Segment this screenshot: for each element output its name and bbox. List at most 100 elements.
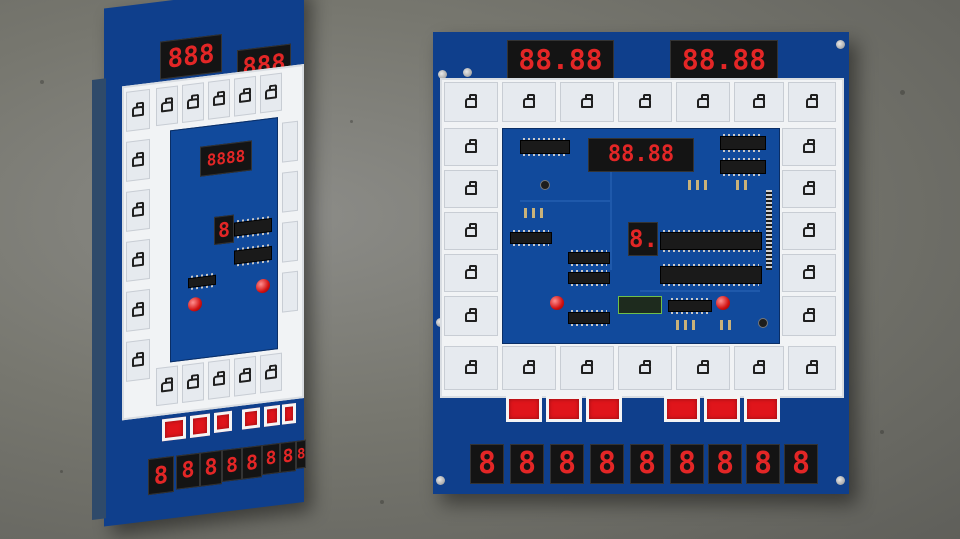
left-cell[interactable] — [126, 288, 150, 332]
red-push-button[interactable] — [506, 396, 542, 422]
button-icon — [523, 94, 535, 108]
right-frame-cell[interactable] — [444, 296, 498, 336]
left-red-button[interactable] — [214, 410, 232, 434]
red-push-button[interactable] — [744, 396, 780, 422]
button-icon — [465, 223, 477, 237]
right-frame-cell[interactable] — [782, 128, 836, 166]
trace — [520, 200, 610, 202]
right-frame-cell[interactable] — [560, 346, 614, 390]
resistor — [696, 180, 699, 190]
right-frame-cell[interactable] — [618, 346, 672, 390]
right-frame-cell[interactable] — [788, 82, 836, 122]
right-frame-cell[interactable] — [618, 82, 672, 122]
ic-chip — [720, 158, 766, 176]
right-frame-cell[interactable] — [676, 82, 730, 122]
left-board-edge — [92, 78, 106, 521]
resistor — [524, 208, 527, 218]
left-cell[interactable] — [260, 72, 282, 114]
left-cell[interactable] — [126, 338, 150, 382]
left-red-button[interactable] — [264, 404, 280, 427]
resistor — [532, 208, 535, 218]
left-chip-3 — [188, 274, 216, 289]
right-frame-cell[interactable] — [560, 82, 614, 122]
left-cell[interactable] — [156, 85, 178, 127]
left-cell[interactable] — [156, 365, 178, 407]
left-cell[interactable] — [126, 238, 150, 282]
left-cell[interactable] — [282, 220, 298, 263]
left-cell[interactable] — [234, 75, 256, 117]
left-cell[interactable] — [234, 355, 256, 397]
button-icon — [803, 181, 815, 195]
red-push-button[interactable] — [586, 396, 622, 422]
left-cell-icon — [239, 91, 251, 103]
screw — [436, 476, 445, 485]
left-cell-icon — [132, 305, 144, 318]
left-cell[interactable] — [182, 362, 204, 403]
left-cell[interactable] — [282, 120, 298, 163]
left-top-left-display: 888 — [160, 34, 222, 80]
bottom-digit: 8 — [550, 444, 584, 484]
left-cell-icon — [132, 255, 144, 268]
left-cell-icon — [265, 88, 277, 100]
right-frame-cell[interactable] — [782, 296, 836, 336]
button-icon — [465, 265, 477, 279]
right-frame-cell[interactable] — [782, 170, 836, 208]
left-cell[interactable] — [126, 138, 150, 182]
bottom-digit: 8 — [746, 444, 780, 484]
resistor — [720, 320, 723, 330]
right-frame-cell[interactable] — [502, 346, 556, 390]
left-cell[interactable] — [126, 188, 150, 232]
left-red-button[interactable] — [162, 416, 186, 442]
right-frame-cell[interactable] — [444, 82, 498, 122]
right-frame-cell[interactable] — [676, 346, 730, 390]
left-bottom-digit: 8 — [280, 440, 296, 473]
button-icon — [465, 181, 477, 195]
right-frame-cell[interactable] — [444, 346, 498, 390]
left-cell-icon — [213, 374, 225, 387]
left-cell[interactable] — [260, 352, 282, 394]
red-push-button[interactable] — [664, 396, 700, 422]
left-cell-icon — [161, 101, 173, 113]
right-frame-cell[interactable] — [502, 82, 556, 122]
left-red-button[interactable] — [190, 413, 210, 438]
button-icon — [803, 223, 815, 237]
screw — [836, 40, 845, 49]
right-frame-cell[interactable] — [734, 346, 784, 390]
left-cell[interactable] — [182, 82, 204, 123]
red-led — [716, 296, 730, 310]
resistor — [684, 320, 687, 330]
ic-chip — [668, 298, 712, 314]
left-chip-1 — [234, 217, 272, 237]
right-frame-cell[interactable] — [444, 170, 498, 208]
resistor — [728, 320, 731, 330]
right-frame-cell[interactable] — [444, 254, 498, 292]
right-frame-cell[interactable] — [782, 212, 836, 250]
left-bottom-digit: 8 — [200, 450, 222, 487]
left-bottom-digit: 8 — [296, 439, 306, 469]
button-icon — [639, 360, 651, 374]
left-cell[interactable] — [208, 79, 230, 120]
left-cell[interactable] — [126, 88, 150, 132]
pin-header — [766, 190, 772, 270]
left-cell[interactable] — [282, 270, 298, 313]
left-red-button[interactable] — [242, 407, 260, 430]
left-red-button[interactable] — [282, 402, 296, 425]
button-icon — [697, 360, 709, 374]
left-cell-icon — [213, 94, 225, 107]
button-icon — [465, 94, 477, 108]
left-cell[interactable] — [208, 359, 230, 400]
ic-chip — [568, 250, 610, 266]
red-push-button[interactable] — [546, 396, 582, 422]
right-frame-cell[interactable] — [788, 346, 836, 390]
right-frame-cell[interactable] — [734, 82, 784, 122]
right-frame-cell[interactable] — [782, 254, 836, 292]
red-led — [550, 296, 564, 310]
right-frame-cell[interactable] — [444, 212, 498, 250]
red-push-button[interactable] — [704, 396, 740, 422]
button-icon — [806, 360, 818, 374]
left-cell[interactable] — [282, 170, 298, 213]
right-frame-cell[interactable] — [444, 128, 498, 166]
button-icon — [697, 94, 709, 108]
bottom-digit: 8 — [784, 444, 818, 484]
